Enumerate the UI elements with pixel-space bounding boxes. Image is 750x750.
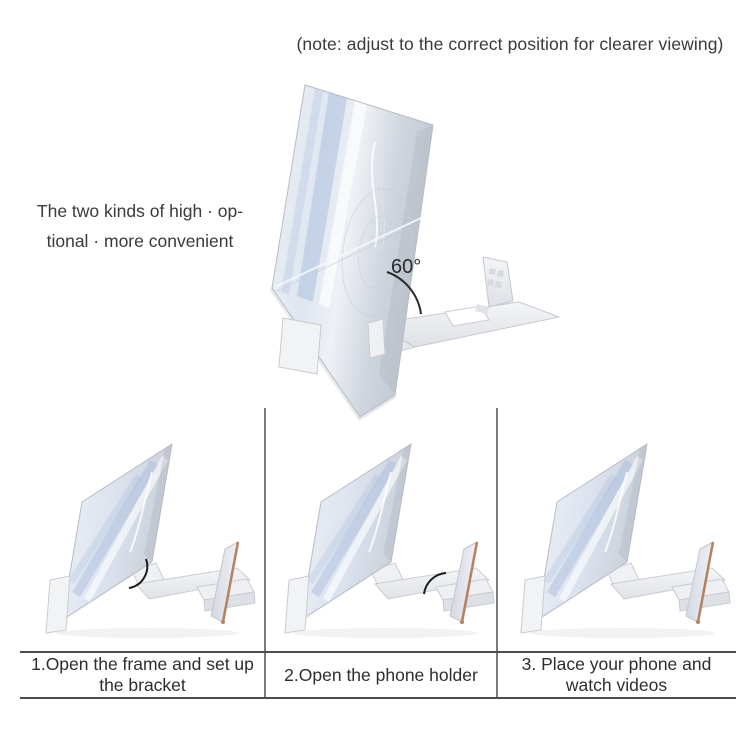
step-caption-3: 3. Place your phone and watch videos bbox=[497, 653, 736, 697]
magnifier-step-illustration bbox=[45, 442, 256, 638]
phone bbox=[449, 541, 479, 624]
phone-copper-edge bbox=[696, 541, 715, 623]
phone bbox=[685, 541, 715, 624]
tagline-line-1: The two kinds of high · op- bbox=[36, 201, 244, 221]
caption-line: 2.Open the phone holder bbox=[284, 664, 478, 685]
ground-shadow bbox=[530, 628, 714, 638]
bracket-base bbox=[606, 562, 731, 612]
phone-holder-flap bbox=[482, 256, 514, 308]
phone-copper-edge bbox=[221, 541, 240, 623]
lens-panel bbox=[61, 442, 173, 622]
open-holder-arc-icon bbox=[423, 572, 447, 595]
angle-label: 60° bbox=[391, 256, 422, 278]
note-text: (note: adjust to the correct position fo… bbox=[296, 34, 724, 54]
lens-streak bbox=[547, 460, 634, 597]
lens-streak bbox=[543, 474, 617, 584]
front-foot bbox=[278, 317, 322, 375]
step-photo-3 bbox=[507, 432, 732, 650]
step-photo-2 bbox=[271, 432, 496, 650]
lens-streak bbox=[297, 92, 347, 302]
step-photo-1 bbox=[32, 432, 257, 650]
caption-line: the bracket bbox=[99, 675, 186, 695]
phone bbox=[210, 541, 240, 624]
front-foot bbox=[45, 575, 71, 634]
ground-shadow bbox=[55, 628, 239, 638]
caption-line: watch videos bbox=[565, 675, 668, 695]
magnifier-step-illustration bbox=[520, 442, 731, 638]
lens-panel bbox=[300, 442, 412, 622]
main-product-photo: 60° bbox=[225, 72, 575, 432]
lens-streak bbox=[307, 474, 381, 584]
lens-panel bbox=[536, 442, 648, 622]
step-caption-1: 1.Open the frame and set up the bracket bbox=[20, 653, 265, 697]
panel-divider-2 bbox=[496, 408, 498, 699]
step-caption-2: 2.Open the phone holder bbox=[265, 653, 497, 697]
tagline-line-2: tional · more convenient bbox=[46, 231, 234, 251]
caption-line: 1.Open the frame and set up bbox=[31, 654, 254, 674]
steps-caption-row: 1.Open the frame and set up the bracket … bbox=[20, 651, 736, 699]
ground-shadow bbox=[294, 628, 478, 638]
angle-arc-icon bbox=[386, 271, 422, 315]
front-foot bbox=[284, 575, 310, 634]
caption-line: 3. Place your phone and bbox=[521, 654, 712, 674]
magnifier-illustration bbox=[269, 84, 561, 422]
product-tagline: The two kinds of high · op- tional · mor… bbox=[22, 196, 258, 256]
lens-streak bbox=[311, 460, 398, 597]
magnifier-step-illustration bbox=[284, 442, 495, 638]
lens-streak bbox=[68, 474, 142, 584]
lens-streak bbox=[72, 460, 159, 597]
panel-divider-1 bbox=[264, 408, 266, 699]
step-2-annotation bbox=[423, 572, 447, 595]
phone-copper-edge bbox=[460, 541, 479, 623]
lens-streak bbox=[281, 89, 323, 295]
open-frame-arc-icon bbox=[128, 558, 149, 589]
step-1-annotation bbox=[128, 558, 149, 589]
lens-panel bbox=[269, 84, 434, 422]
front-foot bbox=[520, 575, 546, 634]
hinge-support bbox=[367, 318, 386, 359]
